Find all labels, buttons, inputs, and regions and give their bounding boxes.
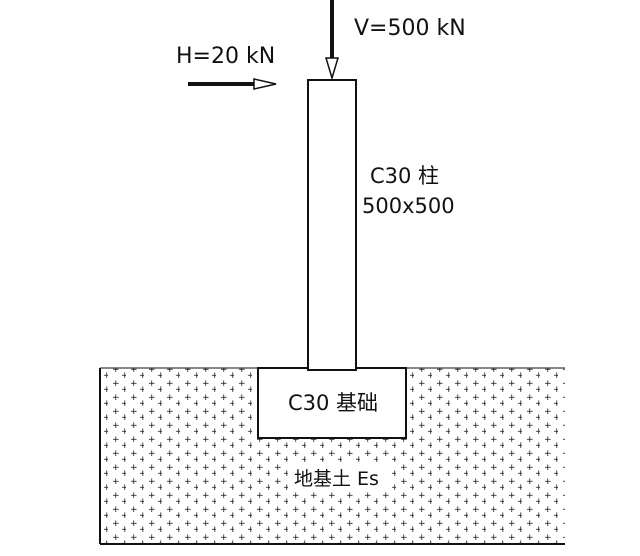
- vertical-load-arrow: [324, 0, 340, 81]
- vertical-load-label: V=500 kN: [354, 16, 466, 41]
- horizontal-load-label: H=20 kN: [176, 44, 275, 69]
- footing: [257, 367, 407, 439]
- footing-label: C30 基础: [288, 391, 378, 415]
- column-label-line1: C30 柱: [370, 164, 439, 188]
- column: [307, 79, 357, 371]
- column-label-line2: 500x500: [362, 194, 455, 218]
- horizontal-load-arrow: [188, 78, 277, 90]
- soil-label: 地基土 Es: [294, 468, 379, 490]
